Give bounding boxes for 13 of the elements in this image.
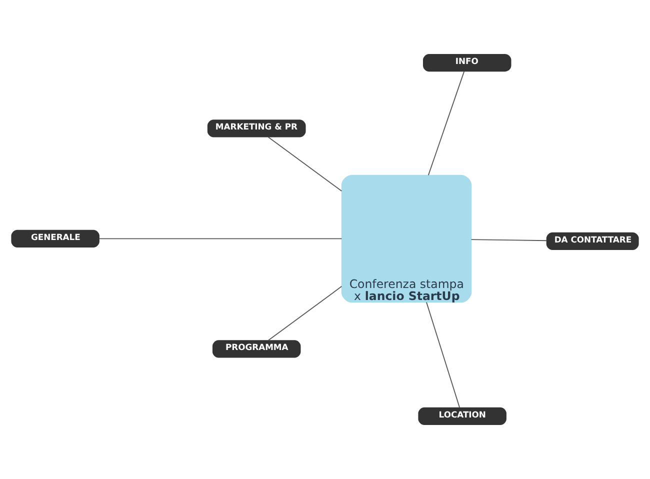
- connector: [428, 70, 465, 176]
- connector: [470, 239, 548, 242]
- connector: [268, 136, 342, 192]
- connector: [98, 238, 342, 240]
- node-box: DA CONTATTARE: [546, 232, 639, 250]
- node-box: MARKETING & PR: [207, 120, 306, 138]
- node-box: INFO: [422, 54, 512, 72]
- connector: [268, 286, 342, 341]
- connector: [426, 302, 460, 408]
- node-box: LOCATION: [418, 407, 506, 426]
- node-box: GENERALE: [11, 230, 100, 248]
- node-box: PROGRAMMA: [212, 340, 301, 358]
- node-box: Conferenza stampa x lancio StartUp: [341, 174, 472, 303]
